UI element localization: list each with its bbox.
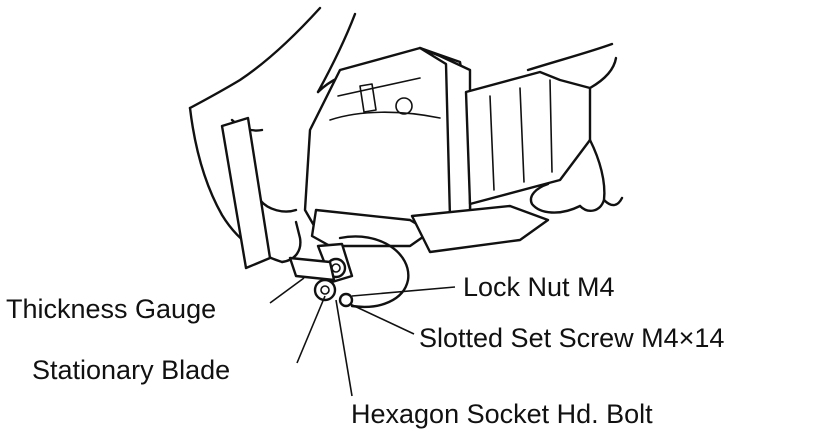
leader-lock-nut — [351, 286, 456, 297]
thickness-gauge-strip — [220, 116, 272, 270]
leader-thickness-gauge — [269, 277, 305, 304]
label-thickness-gauge: Thickness Gauge — [6, 294, 217, 324]
leader-slotted-screw — [349, 303, 415, 335]
label-stationary-blade: Stationary Blade — [32, 355, 231, 385]
leader-stationary-blade — [296, 295, 326, 364]
tool-body — [288, 46, 592, 309]
right-hand — [526, 42, 624, 214]
label-hexagon-socket-bolt: Hexagon Socket Hd. Bolt — [351, 399, 653, 429]
leader-hexagon-bolt — [335, 299, 353, 397]
label-slotted-set-screw: Slotted Set Screw M4×14 — [419, 323, 725, 353]
label-lock-nut: Lock Nut M4 — [463, 272, 615, 302]
